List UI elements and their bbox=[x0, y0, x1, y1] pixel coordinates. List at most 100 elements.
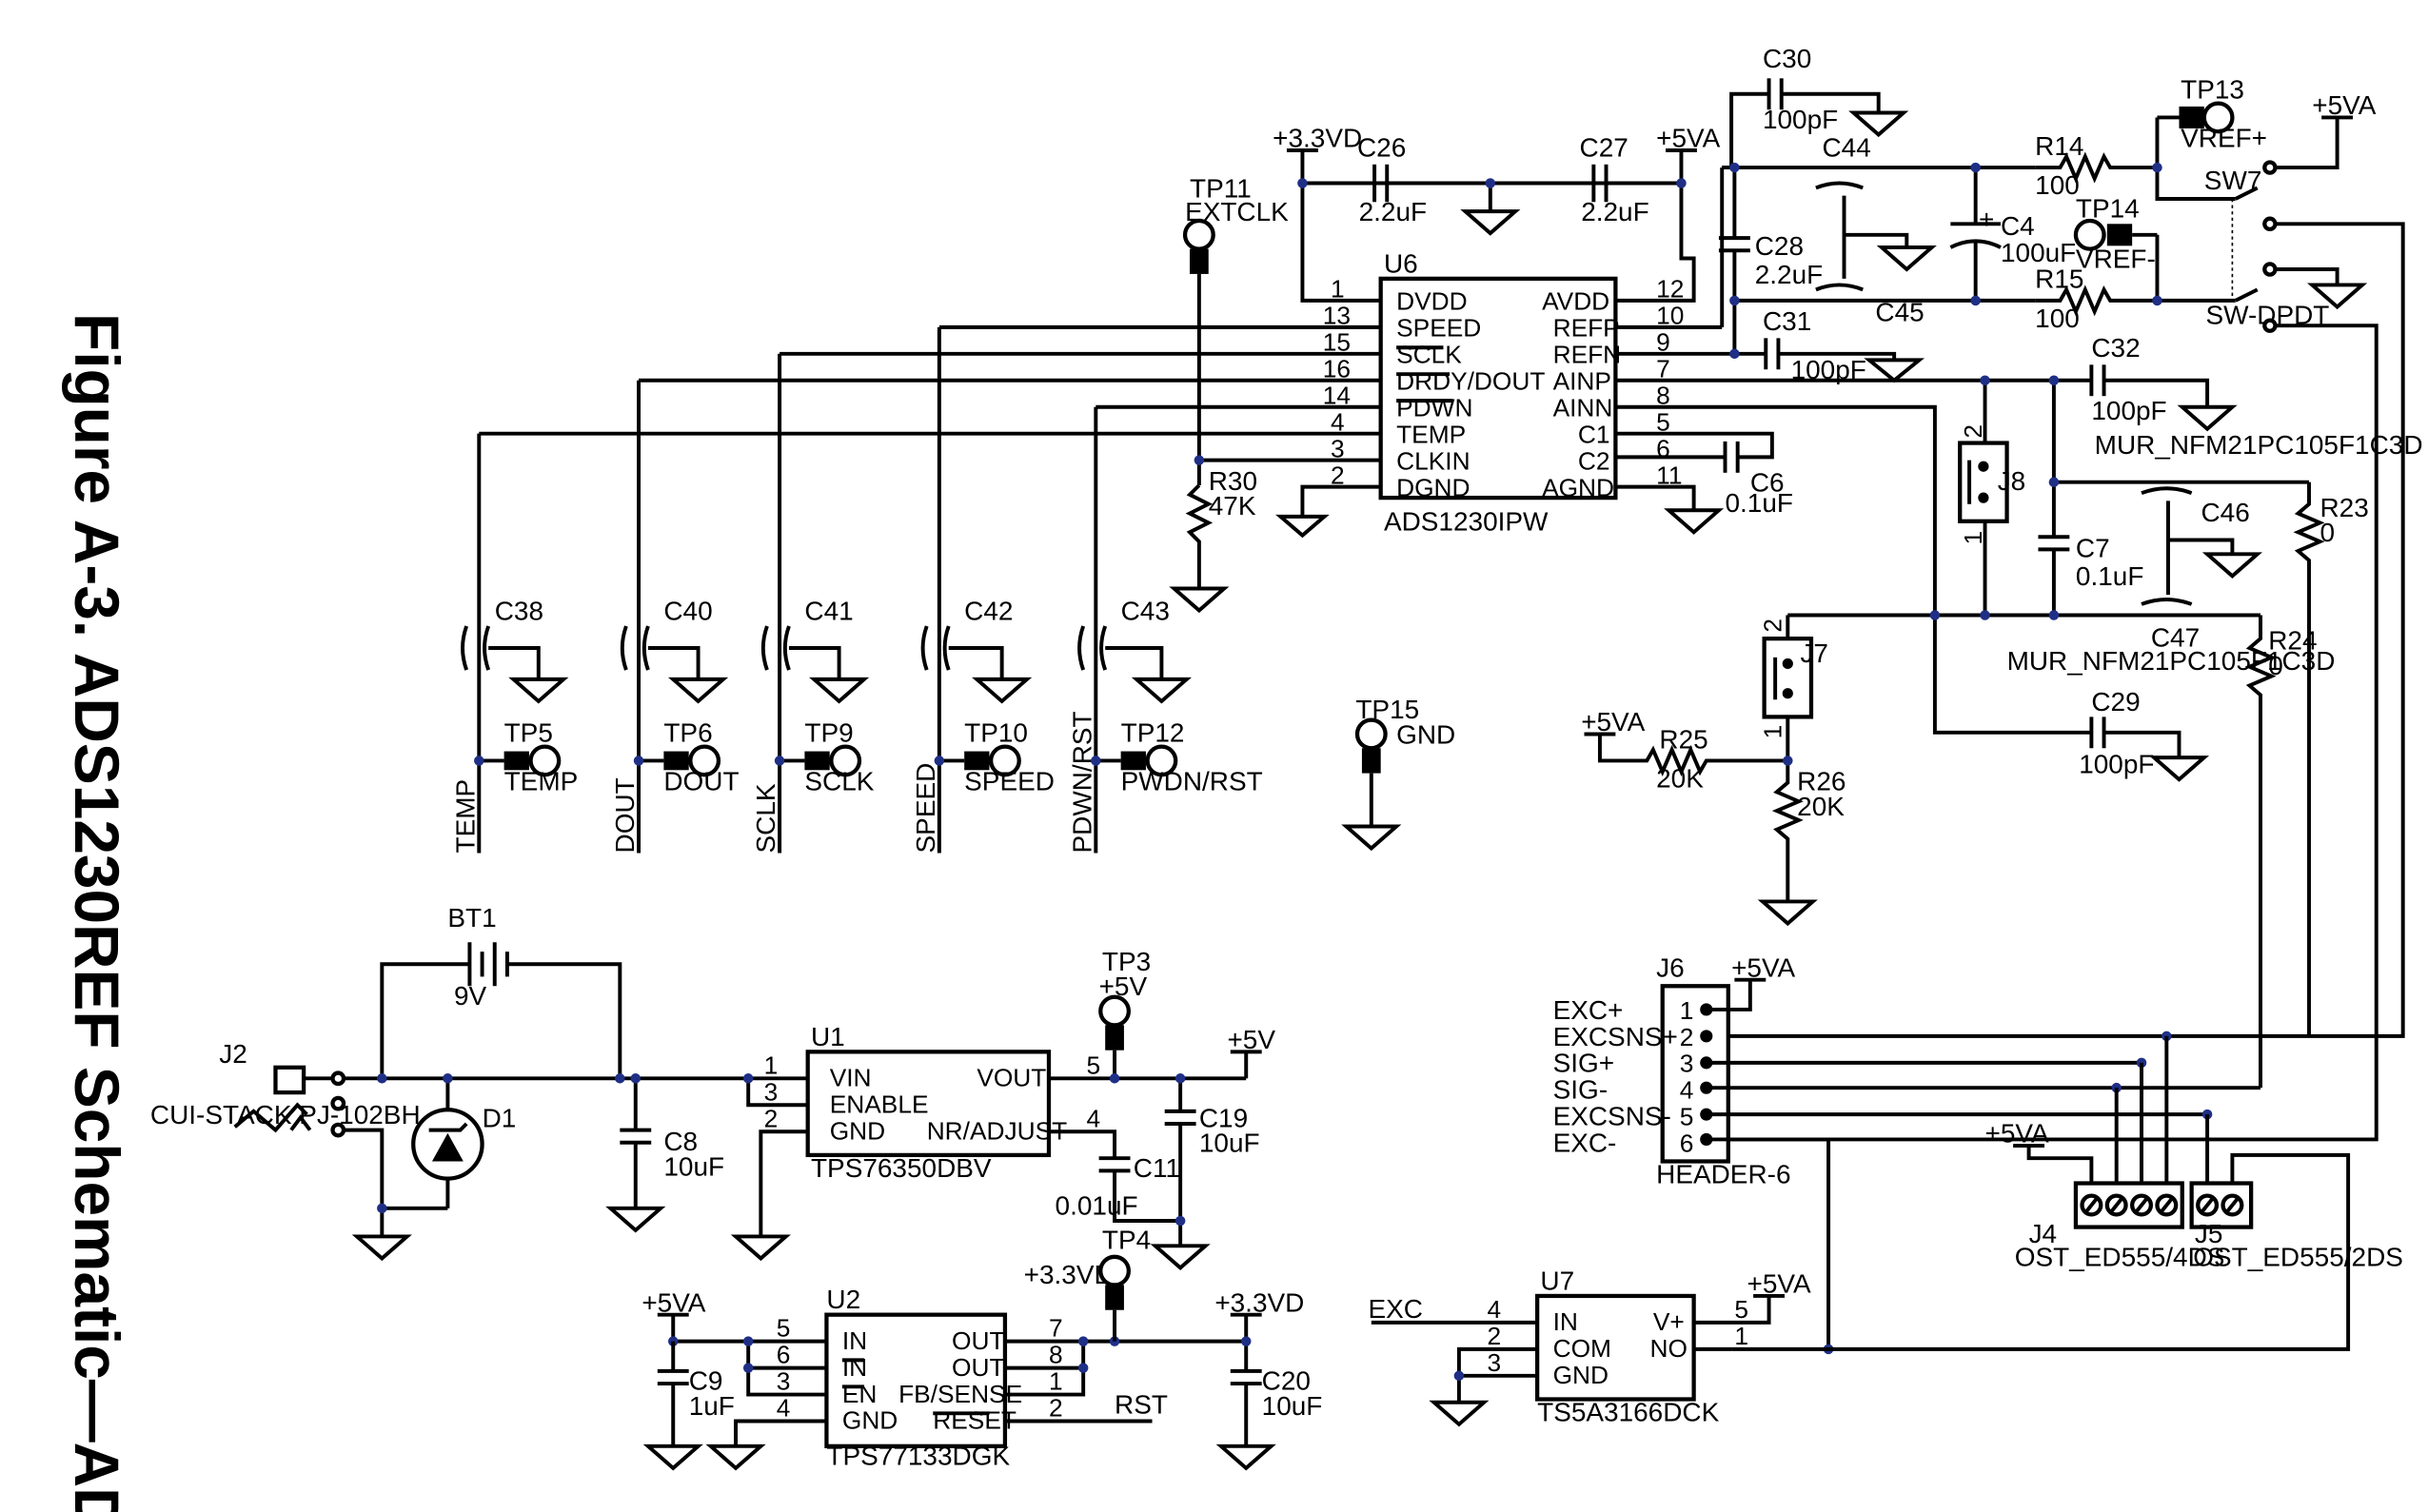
tp13-ref: TP13 bbox=[2181, 75, 2244, 105]
u6-part: ADS1230IPW bbox=[1384, 507, 1549, 537]
u6-pin-clkin: CLKIN bbox=[1396, 447, 1470, 476]
j7-pin2: 2 bbox=[1759, 619, 1787, 633]
u6-pin-c2: C2 bbox=[1578, 447, 1610, 476]
u2-pin-out1: OUT bbox=[952, 1326, 1005, 1355]
tp6-ref: TP6 bbox=[663, 718, 712, 748]
c29-ref: C29 bbox=[2091, 687, 2140, 717]
c32-ref: C32 bbox=[2091, 333, 2140, 363]
sw7-switch: SW7 SW-DPDT +5VA bbox=[1706, 90, 2405, 1142]
j6-sig-sig-minus: SIG- bbox=[1553, 1075, 1608, 1105]
u6-num-5: 5 bbox=[1656, 407, 1670, 436]
c6-val: 0.1uF bbox=[1726, 488, 1793, 518]
u6-pin-speed: SPEED bbox=[1396, 314, 1481, 343]
tp3-name: +5V bbox=[1099, 972, 1148, 1001]
r30-val: 47K bbox=[1209, 491, 1256, 520]
net-5va-j4: +5VA bbox=[1985, 1119, 2049, 1149]
c4-ref: C4 bbox=[2001, 211, 2035, 241]
tp10-ref: TP10 bbox=[964, 718, 1028, 748]
u6-num-1: 1 bbox=[1331, 275, 1345, 304]
tp12-ref: TP12 bbox=[1121, 718, 1185, 748]
net-5v: +5V bbox=[1227, 1025, 1275, 1054]
u6-num-4: 4 bbox=[1331, 407, 1345, 436]
c47-ref: C47 bbox=[2151, 622, 2200, 652]
c8-val: 10uF bbox=[663, 1151, 724, 1181]
j6-ref: J6 bbox=[1656, 952, 1685, 982]
u1-pin-enable: ENABLE bbox=[830, 1090, 929, 1119]
tp3-ref: TP3 bbox=[1102, 947, 1151, 976]
tp4-ref: TP4 bbox=[1102, 1226, 1151, 1255]
j6-sig-sig-plus: SIG+ bbox=[1553, 1049, 1614, 1078]
r14-ref: R14 bbox=[2035, 131, 2083, 161]
terminal-blocks: +5VA J4 OST_ED555/4DS J5 OST_ED555/2DS bbox=[1731, 1035, 2403, 1351]
net-5va-j6: +5VA bbox=[1731, 952, 1795, 982]
r15-val: 100 bbox=[2035, 304, 2080, 333]
u6-pin-pdwn: PDWN bbox=[1396, 394, 1472, 422]
u6-num-13: 13 bbox=[1323, 302, 1351, 330]
c30-ref: C30 bbox=[1763, 44, 1811, 73]
c28-ref: C28 bbox=[1755, 231, 1804, 261]
c44-ref: C44 bbox=[1822, 133, 1870, 163]
j8-ref: J8 bbox=[1998, 466, 2026, 496]
net-temp: TEMP bbox=[450, 779, 480, 854]
tp11-ref: TP11 bbox=[1190, 173, 1252, 203]
u7-pin-vplus: V+ bbox=[1653, 1307, 1685, 1336]
c7-val: 0.1uF bbox=[2076, 561, 2143, 591]
u2-pin-en: EN bbox=[842, 1380, 878, 1408]
r14-val: 100 bbox=[2035, 170, 2080, 200]
tp11-extclk: TP11 EXTCLK R30 47K bbox=[1169, 173, 1289, 614]
u1-regulator: U1 TPS76350DBV VIN ENABLE GND VOUT NR/AD… bbox=[730, 947, 1275, 1270]
net-dout: DOUT bbox=[610, 777, 640, 853]
j4-part: OST_ED555/4DS bbox=[2015, 1243, 2225, 1272]
r25-ref: R25 bbox=[1659, 724, 1707, 754]
u2-pin-in2: IN bbox=[842, 1353, 867, 1382]
u2-num3: 3 bbox=[777, 1367, 791, 1396]
c41-ref: C41 bbox=[804, 596, 853, 625]
c38-ref: C38 bbox=[495, 596, 543, 625]
u2-pin-in1: IN bbox=[842, 1326, 867, 1355]
u1-num2: 2 bbox=[764, 1104, 779, 1132]
j6-num1: 1 bbox=[1680, 996, 1694, 1025]
tp10-name: SPEED bbox=[964, 767, 1055, 796]
u6-num-8: 8 bbox=[1656, 381, 1670, 409]
j7-pin1: 1 bbox=[1759, 725, 1787, 739]
u7-pin-no: NO bbox=[1650, 1334, 1688, 1363]
c19-ref: C19 bbox=[1199, 1103, 1248, 1132]
tp13-vref-plus: TP13 VREF+ bbox=[2157, 75, 2267, 153]
c26-ref: C26 bbox=[1357, 133, 1406, 163]
u7-num5: 5 bbox=[1734, 1295, 1748, 1324]
c40-ref: C40 bbox=[663, 596, 712, 625]
r24-val: 0 bbox=[2268, 651, 2283, 680]
r23-val: 0 bbox=[2320, 518, 2336, 547]
j6-num6: 6 bbox=[1680, 1129, 1694, 1158]
c8-ref: C8 bbox=[663, 1127, 698, 1156]
u6-pin-sclk: SCLK bbox=[1396, 341, 1462, 369]
j6-sig-excsns-minus: EXCSNS- bbox=[1553, 1102, 1671, 1131]
c4-plus: + bbox=[1979, 205, 1994, 234]
u6-pin-ainp: AINP bbox=[1553, 367, 1611, 396]
j2-part: CUI-STACK PJ-102BH bbox=[150, 1100, 421, 1129]
u7-ref: U7 bbox=[1540, 1266, 1574, 1295]
u2-num1: 1 bbox=[1049, 1367, 1063, 1396]
u1-pin-vout: VOUT bbox=[977, 1064, 1046, 1092]
u6-ref: U6 bbox=[1384, 248, 1418, 278]
u1-pin-nr: NR/ADJUST bbox=[927, 1116, 1068, 1145]
net-3v3vd-u2: +3.3VD bbox=[1214, 1287, 1304, 1317]
r23-ref: R23 bbox=[2320, 493, 2369, 522]
tp15-name: GND bbox=[1396, 719, 1455, 749]
j6-sig-exc-minus: EXC- bbox=[1553, 1129, 1617, 1158]
u1-pin-vin: VIN bbox=[830, 1064, 872, 1092]
battery-input: BT1 9V J2 CUI-STACK PJ-102BH D1 bbox=[150, 903, 808, 1262]
u2-part: TPS77133DGK bbox=[826, 1442, 1010, 1471]
c20-ref: C20 bbox=[1262, 1366, 1311, 1396]
u6-num-2: 2 bbox=[1331, 461, 1345, 489]
c30-val: 100pF bbox=[1763, 105, 1838, 134]
u6-num-11: 11 bbox=[1656, 461, 1682, 489]
c27-ref: C27 bbox=[1580, 133, 1629, 163]
u6-num-16: 16 bbox=[1323, 354, 1351, 383]
net-5va-u2: +5VA bbox=[642, 1287, 705, 1317]
u6-pin-agnd: AGND bbox=[1542, 473, 1614, 501]
net-sclk: SCLK bbox=[751, 783, 780, 853]
c7-ref: C7 bbox=[2076, 534, 2110, 563]
j6-sig-excsns-plus: EXCSNS+ bbox=[1553, 1022, 1678, 1051]
c19-val: 10uF bbox=[1199, 1129, 1260, 1158]
